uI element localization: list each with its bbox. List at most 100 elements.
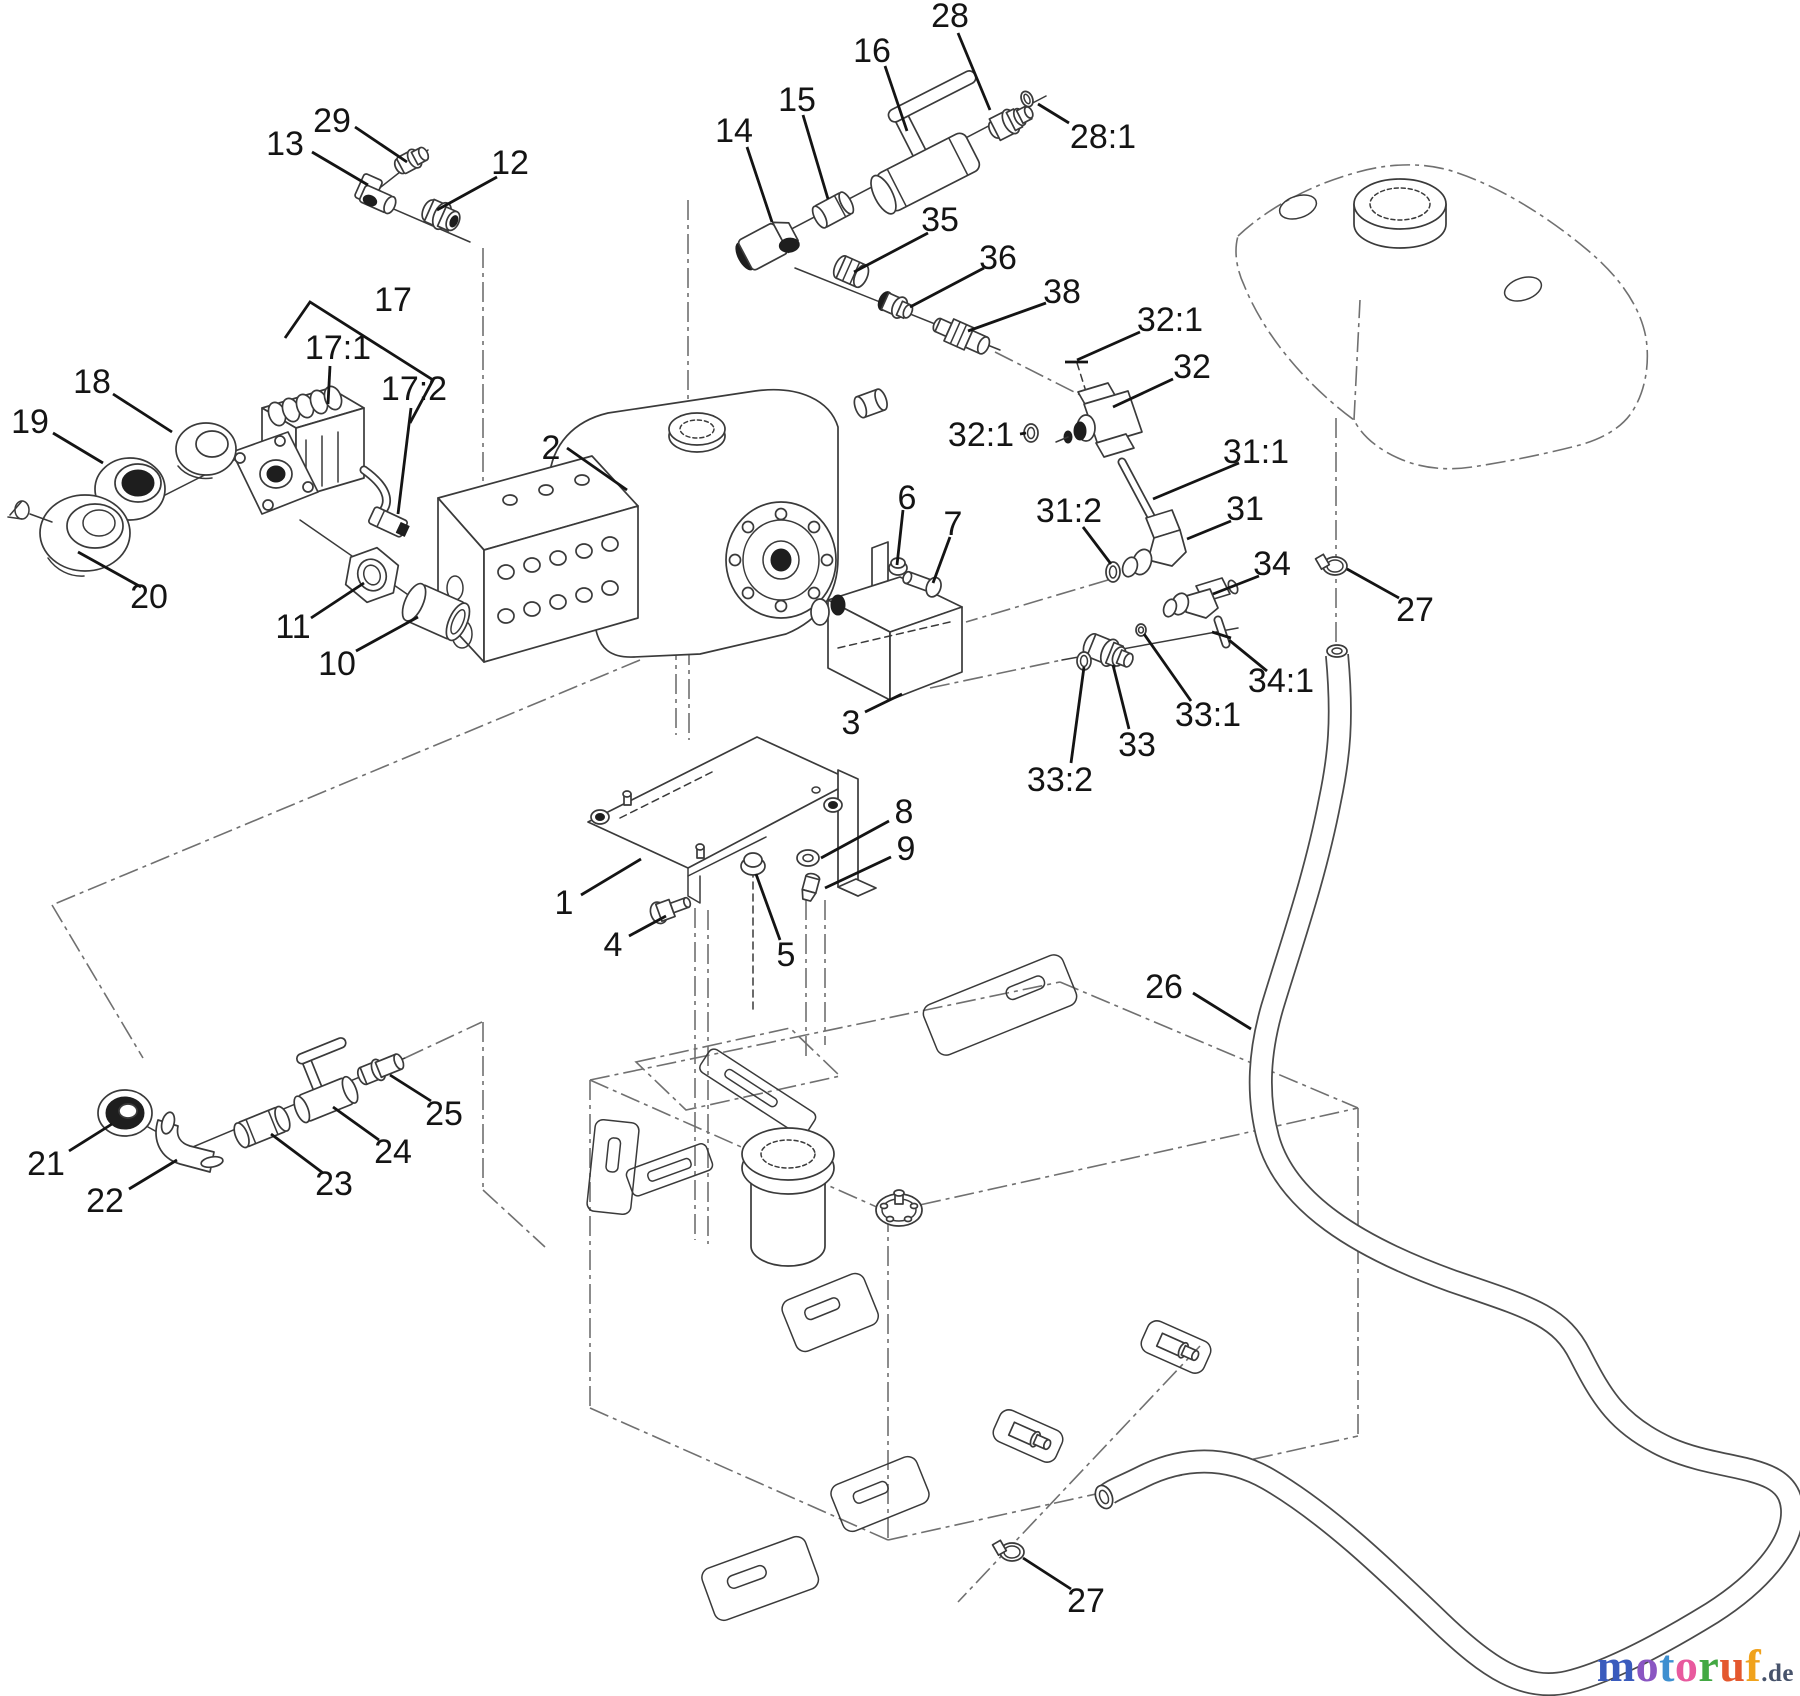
pump-flange (725, 501, 837, 619)
callout-28:1-4: 28:1 (1070, 118, 1136, 156)
callout-28-0: 28 (931, 0, 969, 35)
part-nut-11 (344, 546, 400, 604)
leader-18-14 (112, 392, 173, 434)
part-pipe-31-1 (1117, 457, 1159, 527)
leader-34-28 (1212, 574, 1260, 596)
callout-23-44: 23 (315, 1165, 353, 1203)
watermark-word: motoruf (1597, 1640, 1762, 1691)
tank-strap-top-right (922, 954, 1078, 1056)
leader-13-6 (311, 150, 369, 187)
callout-19-15: 19 (11, 403, 49, 441)
callout-33:2-32: 33:2 (1027, 761, 1093, 799)
tank-strap-front (781, 1272, 880, 1353)
leader-6-20 (895, 509, 905, 566)
callout-32:1-22: 32:1 (1137, 301, 1203, 339)
watermark-letter: o (1635, 1640, 1660, 1691)
callout-22-43: 22 (86, 1182, 124, 1220)
part-nut-5 (740, 852, 766, 876)
leader-33:1-30 (1142, 633, 1193, 702)
part-elbow-18 (175, 422, 237, 480)
part-motor-3 (810, 541, 963, 701)
leader-19-15 (52, 431, 104, 465)
tank-drain-fitting-2 (989, 1405, 1067, 1467)
bottle-cap (1353, 178, 1447, 249)
callout-24-45: 24 (374, 1133, 412, 1171)
leader-12-7 (436, 175, 498, 212)
part-stem-34-1 (1211, 615, 1232, 649)
part-sensor-38 (932, 317, 991, 355)
callout-15-2: 15 (778, 81, 816, 119)
leader-10-18 (355, 615, 419, 653)
leader-32-23 (1112, 377, 1174, 409)
callout-27-40: 27 (1396, 591, 1434, 629)
callout-11-17: 11 (275, 608, 310, 646)
part-elbow-34 (1162, 577, 1239, 619)
part-plug-29 (393, 146, 430, 175)
callout-1-34: 1 (555, 884, 574, 922)
leader-33-31 (1111, 664, 1131, 730)
leader-4-35 (628, 914, 667, 938)
part-elbow-14 (735, 221, 800, 271)
leader-24-45 (332, 1105, 380, 1142)
leader-2-19 (566, 446, 628, 492)
watermark-letter: u (1719, 1640, 1746, 1691)
part-elbow-31 (1121, 509, 1187, 578)
leader-11-17 (310, 581, 365, 620)
part-oring-31-2 (1105, 561, 1121, 583)
part-nipple-15 (811, 191, 855, 229)
part-washer-8 (796, 849, 820, 867)
callout-33-31: 33 (1118, 726, 1156, 764)
leader-32:1-24 (1019, 431, 1027, 436)
part-oring-33-1 (1135, 623, 1147, 637)
leader-33:2-32 (1069, 666, 1086, 764)
callout-16-1: 16 (853, 32, 891, 70)
part-ball-valve-16 (870, 70, 981, 215)
pump-breather (853, 388, 888, 419)
callout-10-18: 10 (318, 645, 356, 683)
watermark: motoruf.de (1597, 1639, 1794, 1692)
part-sleeve-10 (401, 582, 471, 642)
part-mender-23 (233, 1105, 291, 1149)
leader-38-10 (967, 301, 1047, 333)
leader-20-16 (77, 550, 142, 589)
leader-3-33 (864, 692, 903, 714)
callout-21-42: 21 (27, 1145, 65, 1183)
leader-26-39 (1192, 991, 1252, 1031)
callout-3-33: 3 (842, 704, 861, 742)
leader-31-26 (1186, 519, 1232, 541)
part-fitting-36 (877, 291, 914, 320)
leader-8-37 (820, 819, 890, 860)
leader-21-42 (68, 1122, 113, 1153)
callout-25-46: 25 (425, 1095, 463, 1133)
leader-29-5 (354, 125, 408, 164)
tank-mount-bar-a (699, 1048, 817, 1137)
leader-32:1-22 (1076, 330, 1141, 362)
part-connector-17-2 (368, 506, 410, 538)
part-clamp-27-upper (1314, 553, 1348, 576)
watermark-suffix: .de (1761, 1660, 1794, 1687)
part-elbow-22 (155, 1111, 224, 1173)
part-overflow-bottle (1235, 164, 1649, 470)
watermark-letter: m (1596, 1640, 1636, 1691)
callout-13-6: 13 (266, 125, 304, 163)
leader-27-41 (1022, 1556, 1072, 1591)
part-mount-plate-1 (587, 736, 877, 904)
part-clamp-27-lower (991, 1539, 1025, 1562)
leader-17:1-12 (326, 365, 332, 405)
part-oring-32-1 (1023, 423, 1039, 443)
leader-17:2-13 (396, 407, 413, 515)
part-fitting-28 (987, 105, 1034, 142)
leader-27-40 (1346, 567, 1400, 600)
leader-15-2 (801, 114, 830, 200)
leader-23-44 (270, 1132, 324, 1175)
callout-26-39: 26 (1145, 968, 1183, 1006)
leader-5-36 (754, 873, 782, 941)
callout-34-28: 34 (1253, 545, 1291, 583)
part-fitting-25 (356, 1053, 405, 1086)
watermark-letter: t (1659, 1640, 1675, 1691)
leader-16-1 (883, 65, 909, 132)
leader-22-43 (128, 1158, 178, 1191)
leader-36-9 (909, 266, 985, 309)
